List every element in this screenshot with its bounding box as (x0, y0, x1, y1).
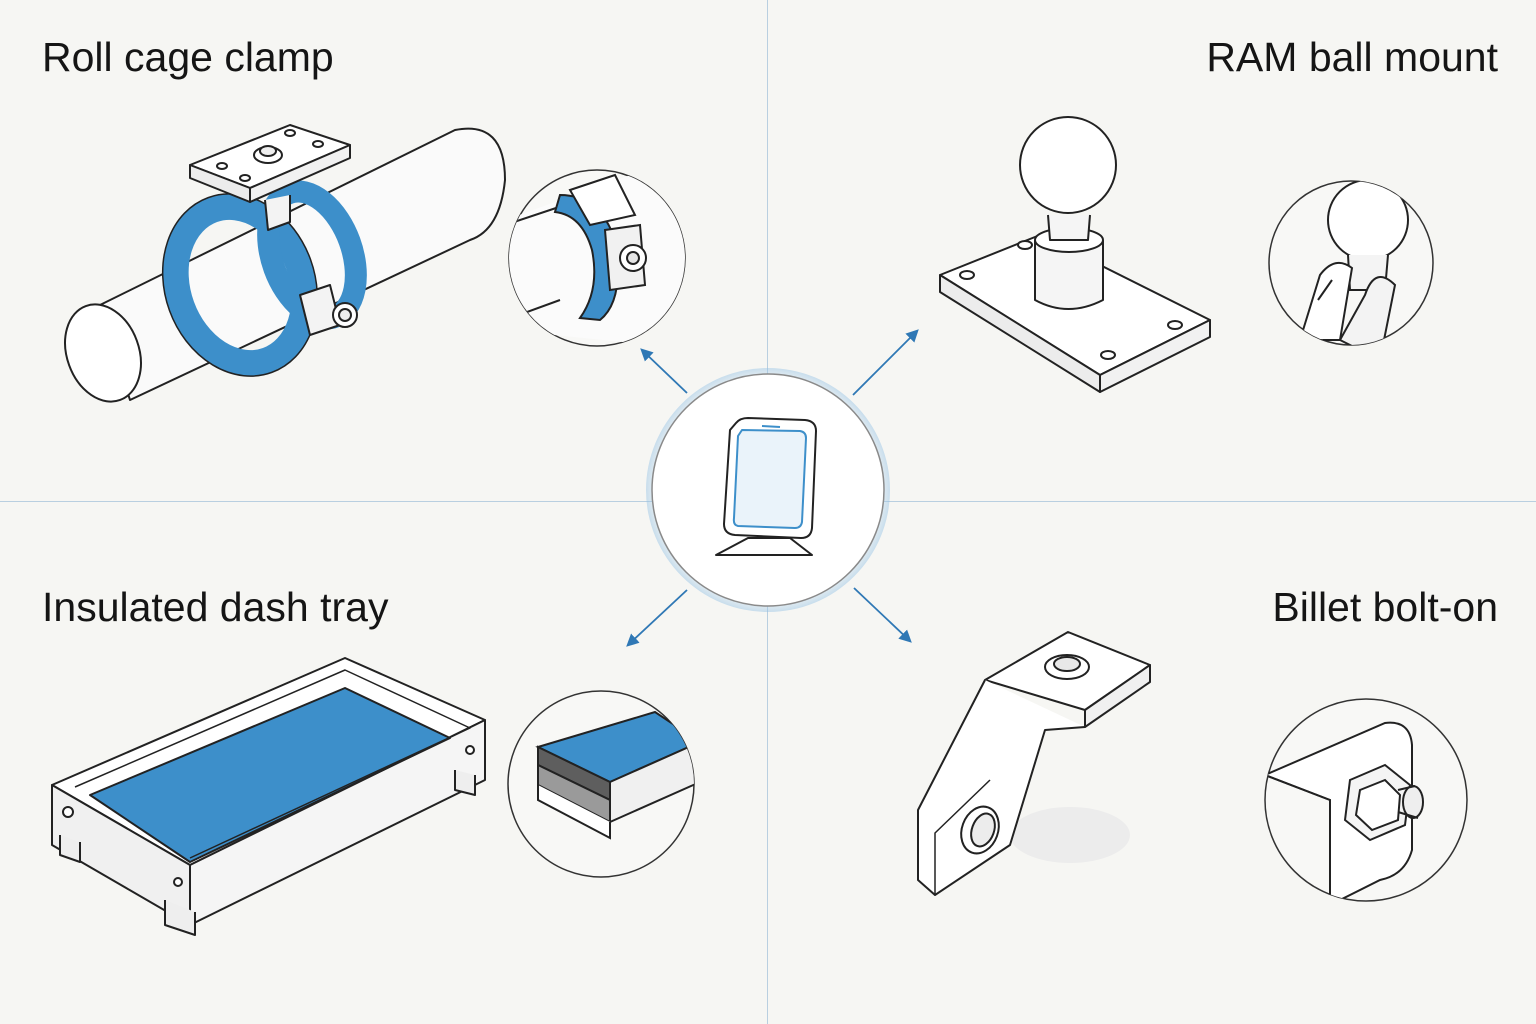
clamp-hinge-bolt-detail-icon (508, 169, 686, 347)
billet-bracket-icon (917, 631, 1151, 896)
label-ram-ball-mount: RAM ball mount (1206, 34, 1498, 80)
roll-cage-clamp-icon (64, 124, 506, 403)
label-billet-bolt-on: Billet bolt-on (1272, 584, 1498, 630)
hex-nut-bolt-detail-icon (1264, 698, 1468, 902)
arrow-to-dash-tray (626, 589, 688, 647)
label-insulated-dash-tray: Insulated dash tray (42, 584, 389, 630)
dash-tray-icon (51, 657, 486, 936)
ball-socket-arm-detail-icon (1268, 180, 1434, 346)
arrow-to-billet-bolt-on (853, 587, 912, 643)
label-roll-cage-clamp: Roll cage clamp (42, 34, 334, 80)
insulation-layer-detail-icon (507, 690, 695, 878)
phone-on-stand-icon (715, 417, 817, 556)
arrow-to-roll-cage-clamp (640, 348, 688, 394)
arrow-to-ram-ball-mount (852, 329, 919, 396)
connector-arrows (626, 329, 919, 647)
ram-ball-mount-icon (939, 116, 1211, 393)
